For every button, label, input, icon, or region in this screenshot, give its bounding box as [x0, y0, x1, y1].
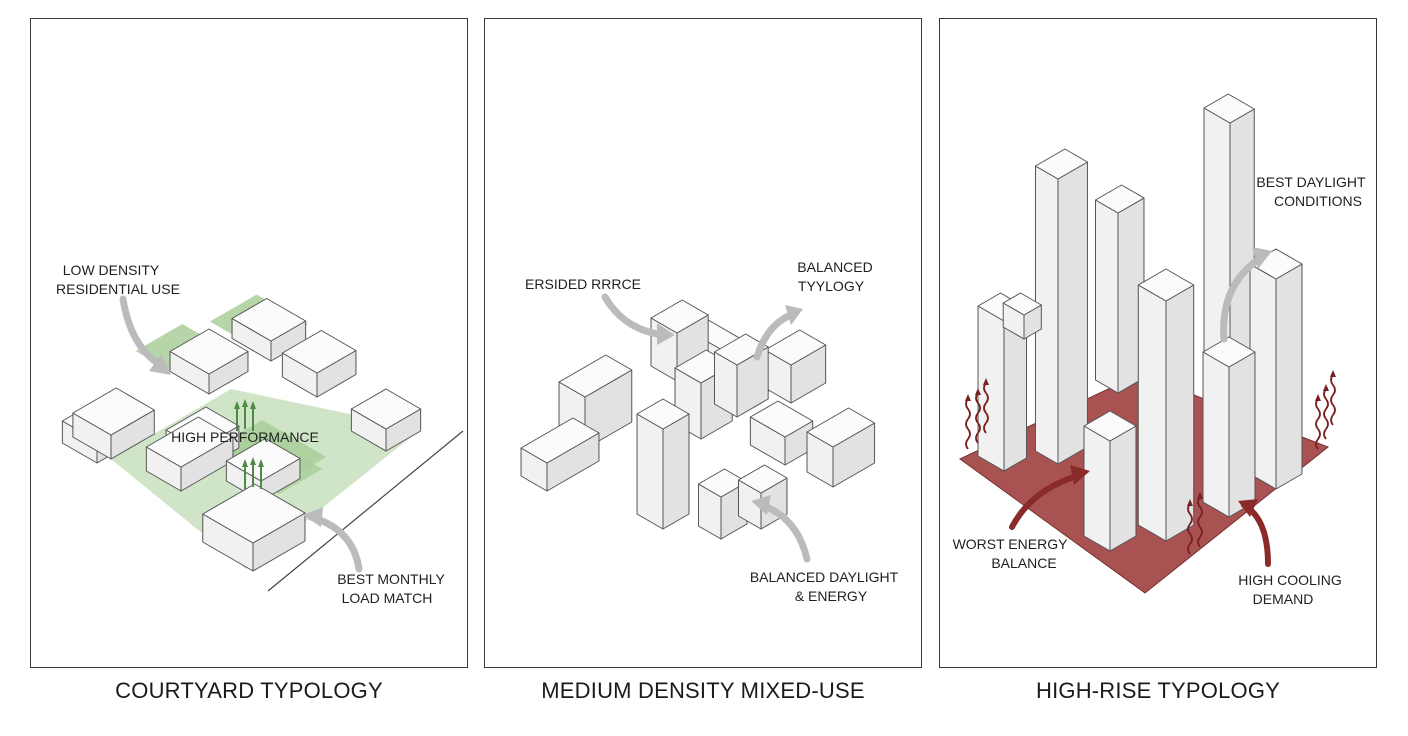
label-high-cooling-2: DEMAND	[1253, 591, 1314, 607]
label-ersided: ERSIDED RRRCE	[525, 276, 641, 292]
label-high-cooling-1: HIGH COOLING	[1238, 572, 1341, 588]
label-balanced-2: TYYLOGY	[798, 278, 865, 294]
tower-8	[1202, 336, 1256, 518]
arrowhead-icon	[1070, 465, 1090, 485]
mixed-use-blocks	[520, 299, 876, 540]
panel-courtyard: LOW DENSITY RESIDENTIAL USE HIGH PERFORM…	[30, 18, 468, 668]
label-balanced-daylight-2: & ENERGY	[795, 588, 868, 604]
heat-wave-icons	[965, 370, 1336, 555]
heat-wave-icon	[983, 382, 989, 434]
heat-wave-icon	[1323, 388, 1329, 440]
heat-wave-icon	[975, 392, 981, 444]
heat-arrow-head-icon	[965, 394, 971, 401]
up-arrow-head-icon	[242, 399, 248, 407]
courtyard-illustration: LOW DENSITY RESIDENTIAL USE HIGH PERFORM…	[56, 262, 464, 606]
medium-density-illustration: ERSIDED RRRCE BALANCED TYYLOGY BALANCED …	[520, 259, 899, 604]
mixed-block-8	[749, 400, 814, 466]
up-arrow-head-icon	[242, 459, 248, 467]
high-rise-illustration: BEST DAYLIGHT CONDITIONS WORST ENERGY BA…	[953, 93, 1366, 607]
label-low-density-1: LOW DENSITY	[63, 262, 160, 278]
heat-arrow-head-icon	[983, 378, 989, 385]
tower-5	[1203, 93, 1255, 454]
heat-arrow-head-icon	[1187, 499, 1193, 506]
label-high-performance: HIGH PERFORMANCE	[171, 429, 319, 445]
building-block-9	[350, 388, 422, 452]
panel-high-rise: BEST DAYLIGHT CONDITIONS WORST ENERGY BA…	[939, 18, 1377, 668]
heat-wave-icon	[965, 398, 971, 450]
mixed-block-11	[697, 468, 748, 540]
heat-arrow-head-icon	[975, 388, 981, 395]
caption-courtyard: COURTYARD TYPOLOGY	[115, 678, 383, 703]
building-block-10	[72, 387, 155, 460]
up-arrow-head-icon	[258, 459, 264, 467]
growth-arrows	[234, 399, 264, 489]
label-worst-energy-2: BALANCE	[991, 555, 1056, 571]
mixed-block-10	[806, 407, 876, 488]
label-worst-energy-1: WORST ENERGY	[953, 536, 1069, 552]
tower-1	[1034, 148, 1088, 465]
building-block-6	[281, 330, 357, 398]
courtyard-blocks	[61, 298, 422, 572]
up-arrow-head-icon	[234, 401, 240, 409]
arrowhead-icon	[1252, 247, 1272, 269]
label-balanced-daylight-1: BALANCED DAYLIGHT	[750, 569, 899, 585]
pointer-arrow-best-daylight	[1220, 253, 1266, 343]
arrowhead-icon	[149, 355, 171, 375]
arrowhead-icon	[1238, 499, 1258, 517]
arrowhead-icon	[785, 305, 803, 325]
up-arrow-head-icon	[250, 457, 256, 465]
up-arrow-head-icon	[250, 401, 256, 409]
tower-9	[1083, 410, 1137, 552]
heat-arrow-head-icon	[1315, 394, 1321, 401]
mixed-block-12	[737, 464, 788, 530]
street-line	[267, 430, 464, 592]
tower-7	[1137, 268, 1195, 542]
heat-wave-icon	[1315, 398, 1321, 450]
mixed-block-7	[713, 333, 769, 418]
label-best-daylight-2: CONDITIONS	[1274, 193, 1362, 209]
label-balanced-1: BALANCED	[797, 259, 872, 275]
pointer-arrow-high-cooling	[1241, 502, 1271, 567]
tower-blocks	[977, 93, 1303, 552]
mixed-block-9	[636, 398, 690, 530]
caption-medium-density: MEDIUM DENSITY MIXED-USE	[541, 678, 865, 703]
heat-wave-icon	[1197, 496, 1203, 548]
building-block-5	[145, 416, 234, 492]
arrowhead-icon	[303, 507, 323, 527]
mixed-block-4	[558, 354, 633, 450]
arrowhead-icon	[657, 323, 675, 345]
tower-4	[1094, 184, 1145, 394]
label-best-daylight-1: BEST DAYLIGHT	[1256, 174, 1366, 190]
heat-wave-icon	[1330, 374, 1336, 426]
mixed-block-5	[520, 417, 600, 492]
caption-high-rise: HIGH-RISE TYPOLOGY	[1035, 678, 1281, 703]
label-best-monthly-1: BEST MONTHLY	[337, 571, 445, 587]
heat-arrow-head-icon	[1197, 492, 1203, 499]
panel-medium-density: ERSIDED RRRCE BALANCED TYYLOGY BALANCED …	[484, 18, 922, 668]
arrowhead-icon	[751, 495, 771, 515]
tower-3	[1002, 292, 1042, 340]
tower-6	[1249, 248, 1303, 490]
pointer-arrow-worst-energy	[1009, 472, 1083, 530]
building-block-2	[169, 328, 249, 395]
label-best-monthly-2: LOAD MATCH	[342, 590, 433, 606]
building-block-8	[202, 483, 306, 572]
mixed-block-3	[764, 329, 827, 404]
heat-wave-icon	[1187, 503, 1193, 555]
label-low-density-2: RESIDENTIAL USE	[56, 281, 180, 297]
heat-arrow-head-icon	[1323, 384, 1329, 391]
heat-arrow-head-icon	[1330, 370, 1336, 377]
